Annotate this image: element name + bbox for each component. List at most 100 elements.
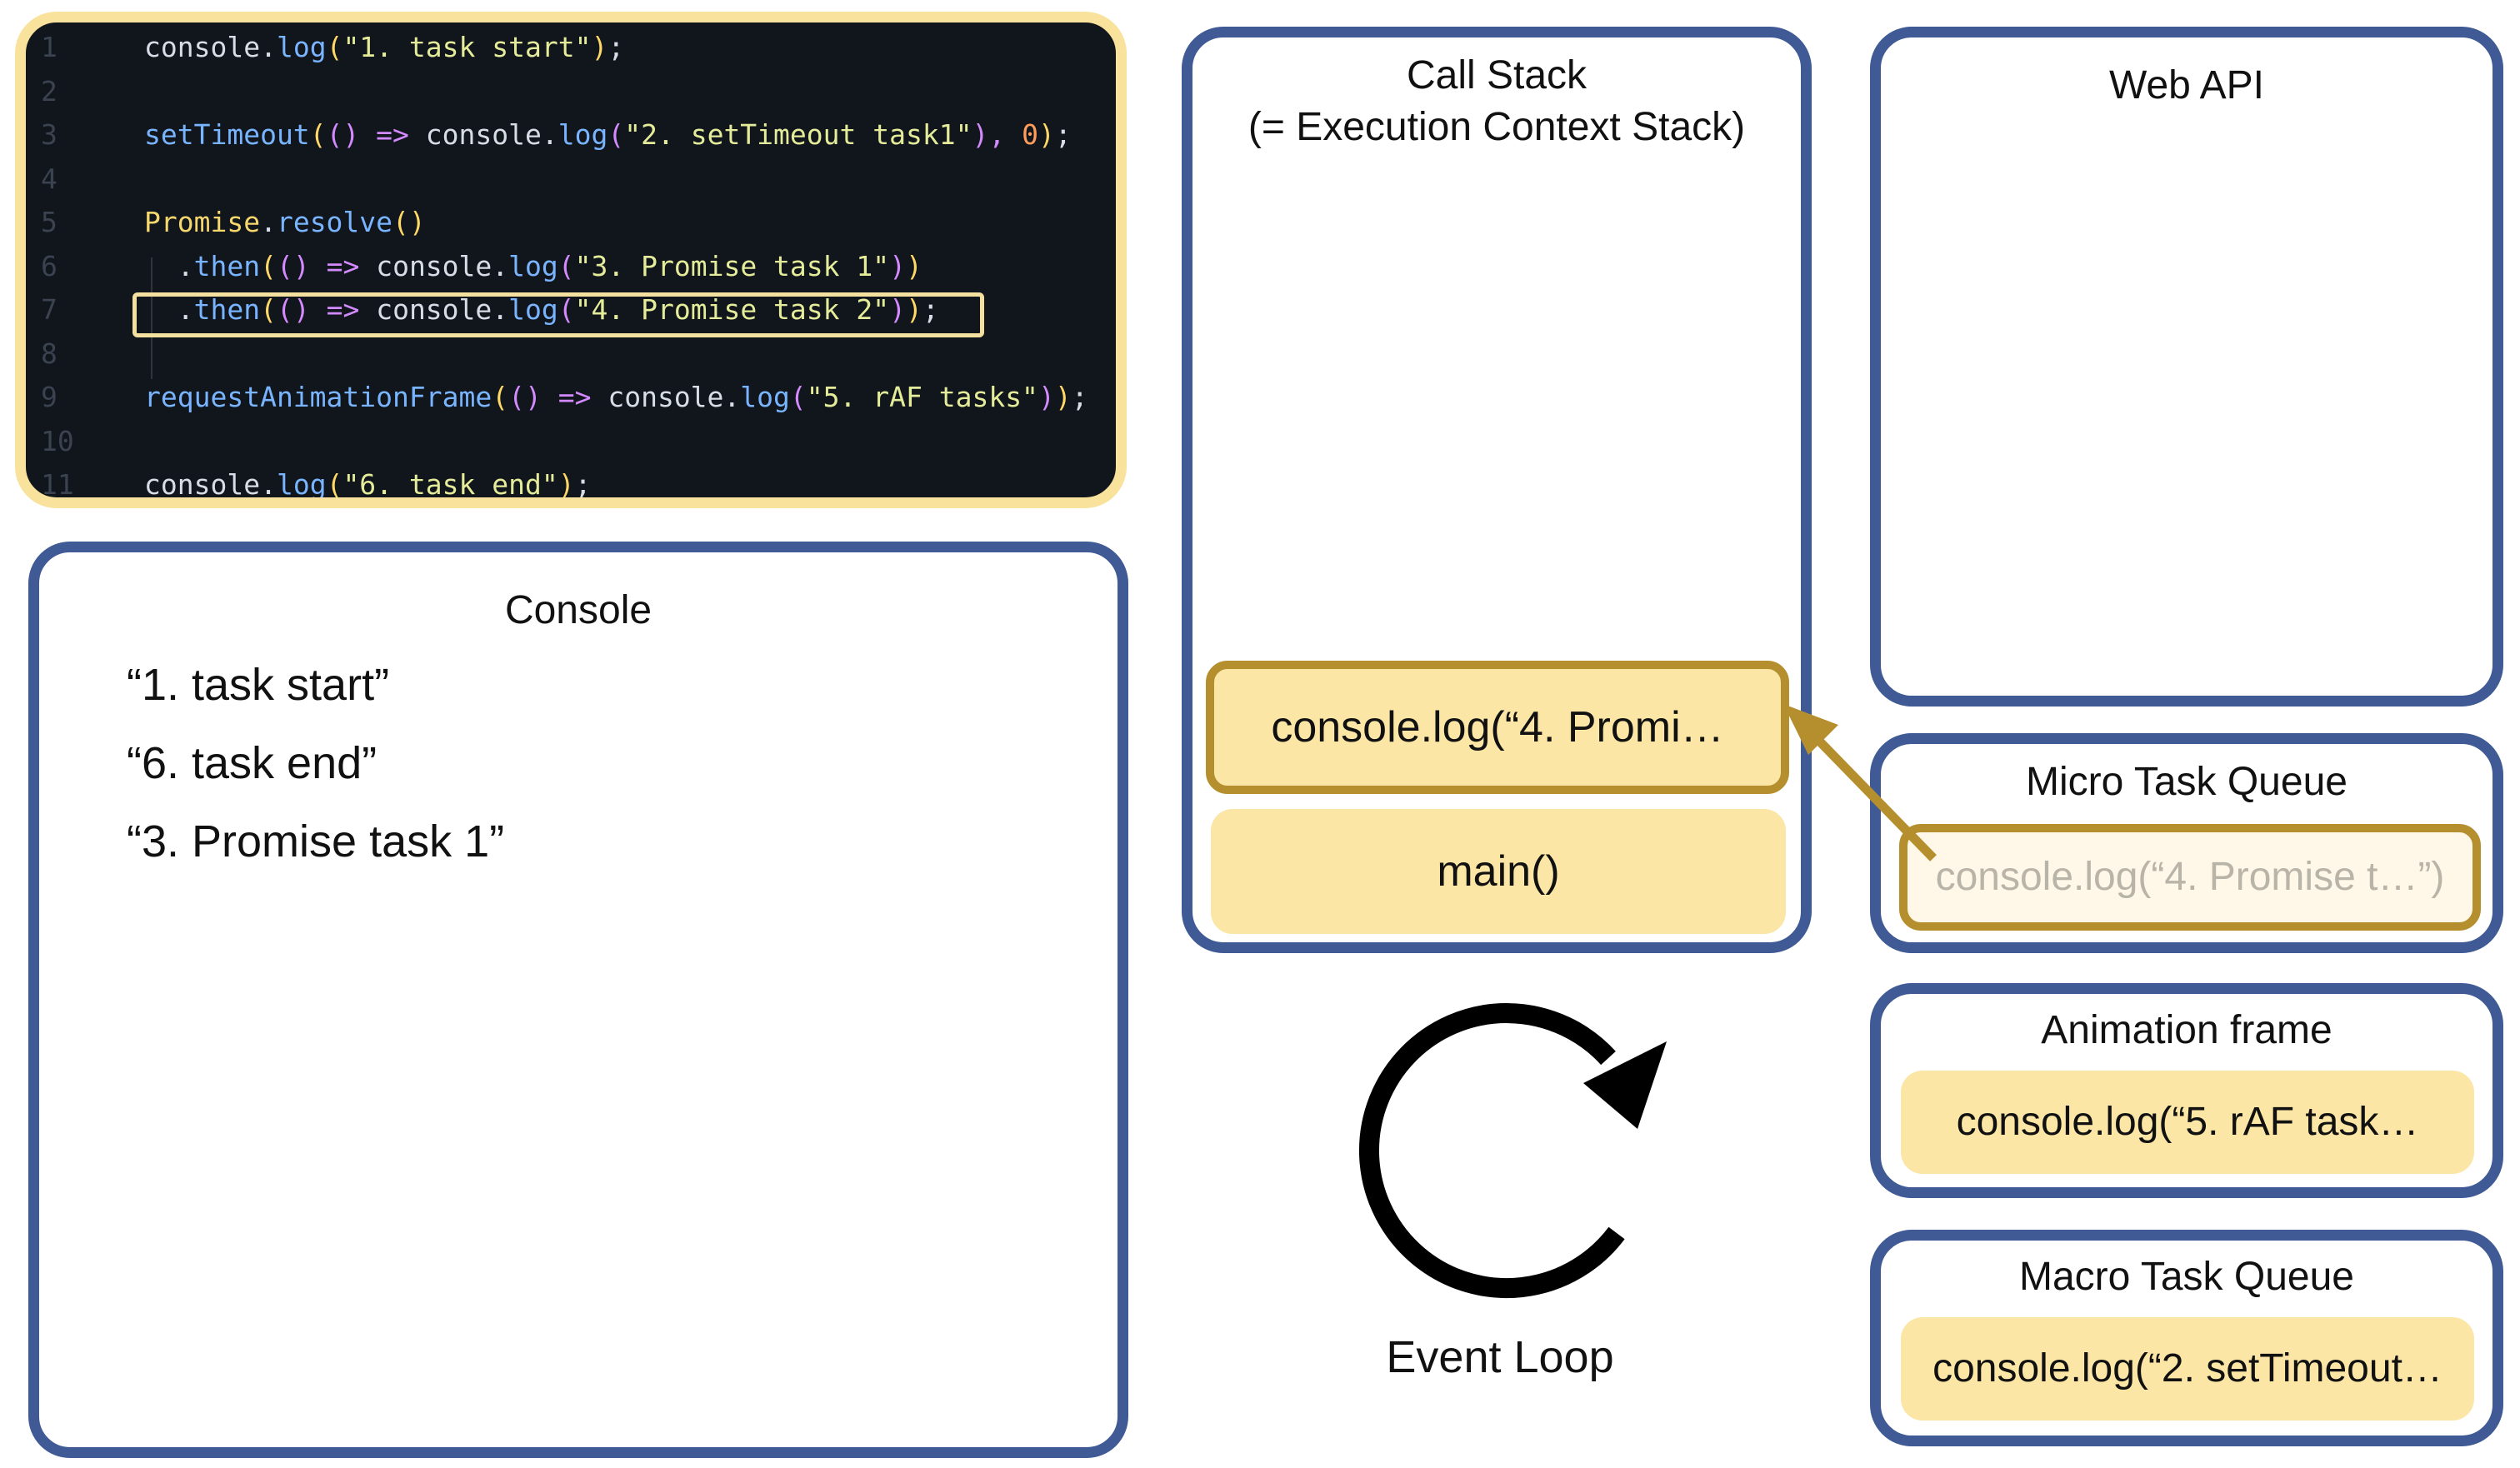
code-token: ( [789, 381, 807, 413]
code-token: . [144, 249, 194, 282]
code-token: ( [558, 249, 575, 282]
line-number: 1 [41, 31, 58, 63]
code-text: Promise.resolve() [144, 202, 426, 243]
code-token: . [723, 381, 741, 413]
code-text: .then(() => console.log("4. Promise task… [144, 289, 939, 331]
line-number: 10 [41, 424, 74, 457]
line-number: 9 [41, 381, 58, 413]
macro-task-queue-title: Macro Task Queue [2019, 1255, 2354, 1299]
console-line: “1. task start” [127, 660, 390, 710]
code-text: requestAnimationFrame(() => console.log(… [144, 377, 1088, 418]
code-token: ) [889, 249, 907, 282]
code-text: console.log("6. task end"); [144, 464, 592, 501]
code-token: then [193, 293, 261, 326]
code-token: ; [1054, 118, 1072, 151]
micro-task-queue-panel: Micro Task Queue console.log(“4. Promise… [1870, 733, 2503, 953]
line-number: 8 [41, 337, 58, 370]
animation-frame-item: console.log(“5. rAF task… [1901, 1071, 2474, 1174]
code-token: . [144, 293, 194, 326]
line-number: 3 [41, 118, 58, 151]
arrow-head-icon [1783, 704, 1838, 755]
code-line: 11 console.log("6. task end"); [26, 464, 1116, 501]
code-token: ; [574, 468, 592, 501]
code-token: log [276, 31, 327, 63]
code-token: => [309, 249, 377, 282]
console-title: Console [504, 588, 652, 632]
code-line: 4 [26, 158, 1116, 200]
code-token: 0 [1022, 118, 1038, 151]
code-token: => [359, 118, 426, 151]
animation-frame-panel: Animation frame console.log(“5. rAF task… [1870, 983, 2503, 1198]
console-line: “6. task end” [127, 738, 378, 788]
code-token: . [492, 249, 509, 282]
code-token: "2. setTimeout task1" [624, 118, 972, 151]
code-token: ( [558, 293, 575, 326]
call-stack-subtitle: (= Execution Context Stack) [1248, 105, 1746, 149]
code-line: 6 .then(() => console.log("3. Promise ta… [26, 246, 1116, 287]
code-token: requestAnimationFrame [144, 381, 492, 413]
code-token: ; [922, 293, 939, 326]
code-token: ( [260, 249, 277, 282]
console-line: “3. Promise task 1” [127, 816, 505, 866]
micro-task-queue-title: Micro Task Queue [2026, 760, 2348, 804]
code-token: () [326, 118, 360, 151]
micro-to-stack-arrow-line [1807, 728, 1937, 861]
code-text: .then(() => console.log("3. Promise task… [144, 246, 922, 287]
code-token: ), [972, 118, 1022, 151]
code-line: 2 [26, 71, 1116, 112]
micro-task-item: console.log(“4. Promise t…”) [1899, 824, 2481, 931]
web-api-title: Web API [2109, 63, 2264, 107]
call-stack-frame-main: main() [1211, 809, 1786, 934]
code-token: log [508, 293, 558, 326]
event-loop-cycle-icon [1358, 1003, 1667, 1298]
code-token: log [740, 381, 790, 413]
code-line: 1 console.log("1. task start"); [26, 27, 1116, 68]
code-token: ) [906, 293, 922, 326]
code-token: "1. task start" [342, 31, 592, 63]
code-token: "4. Promise task 2" [574, 293, 890, 326]
code-token: console [144, 31, 261, 63]
code-token: . [260, 468, 277, 501]
code-token: ) [1038, 381, 1055, 413]
code-token: log [508, 249, 558, 282]
code-token: log [276, 468, 327, 501]
code-token: => [541, 381, 608, 413]
code-token: ( [260, 293, 277, 326]
code-text: setTimeout(() => console.log("2. setTime… [144, 114, 1072, 156]
code-token: () [508, 381, 542, 413]
line-number: 7 [41, 293, 58, 326]
code-token: ) [906, 249, 922, 282]
code-token: . [492, 293, 509, 326]
indent-guide [151, 257, 152, 379]
code-token: . [260, 31, 277, 63]
code-token: . [541, 118, 558, 151]
code-token: console [144, 468, 261, 501]
code-token: "6. task end" [342, 468, 558, 501]
code-token: => [309, 293, 377, 326]
code-token: Promise [144, 206, 261, 238]
code-token: "3. Promise task 1" [574, 249, 890, 282]
code-line: 10 [26, 421, 1116, 462]
call-stack-title: Call Stack [1406, 53, 1588, 97]
web-api-panel: Web API [1870, 27, 2503, 707]
code-token: then [193, 249, 261, 282]
line-number: 11 [41, 468, 74, 501]
code-token: ) [889, 293, 907, 326]
macro-task-item: console.log(“2. setTimeout… [1901, 1317, 2474, 1421]
call-stack-panel: Call Stack (= Execution Context Stack) c… [1182, 27, 1812, 953]
code-token: console [376, 249, 492, 282]
console-panel: Console “1. task start” “6. task end” “3… [28, 542, 1128, 1458]
event-loop-label: Event Loop [1386, 1332, 1614, 1382]
macro-task-queue-panel: Macro Task Queue console.log(“2. setTime… [1870, 1230, 2503, 1446]
code-text: console.log("1. task start"); [144, 27, 624, 68]
code-token: setTimeout [144, 118, 310, 151]
line-number: 5 [41, 206, 58, 238]
code-token: ; [608, 31, 625, 63]
code-line: 8 [26, 333, 1116, 375]
current-line-highlight [132, 292, 984, 337]
code-token: ( [608, 118, 625, 151]
